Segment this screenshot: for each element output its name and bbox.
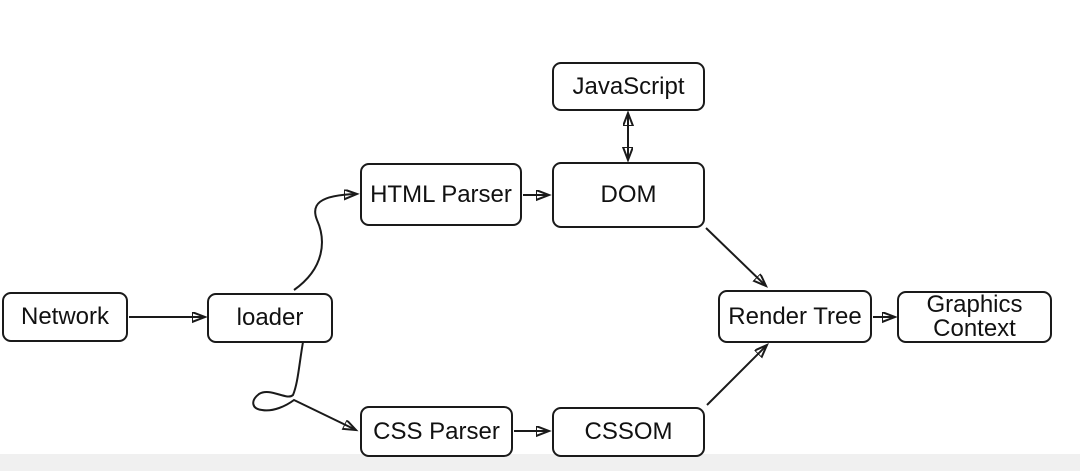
node-javascript: JavaScript [552,62,705,111]
node-loader-label: loader [236,304,304,331]
node-css-parser: CSS Parser [360,406,513,457]
node-dom: DOM [552,162,705,228]
edge-loader-htmlparser [293,194,357,291]
node-html-parser: HTML Parser [360,163,522,226]
node-graphics-context: Graphics Context [897,291,1052,343]
node-cssom-label: CSSOM [584,418,673,445]
node-html-parser-label: HTML Parser [370,180,512,208]
node-javascript-label: JavaScript [572,72,685,100]
node-network-label: Network [20,303,110,330]
node-dom-label: DOM [600,181,657,208]
node-css-parser-label: CSS Parser [373,417,500,445]
node-cssom: CSSOM [552,407,705,457]
node-graphics-context-label: Graphics Context [926,291,1023,342]
node-loader: loader [207,293,333,343]
node-render-tree-label: Render Tree [728,302,862,330]
node-render-tree: Render Tree [718,290,872,343]
node-network: Network [2,292,128,342]
edge-cssom-rendertree [706,345,767,406]
bottom-strip [0,454,1080,471]
edge-loader-cssparser [252,341,356,430]
edge-dom-rendertree [705,227,766,286]
